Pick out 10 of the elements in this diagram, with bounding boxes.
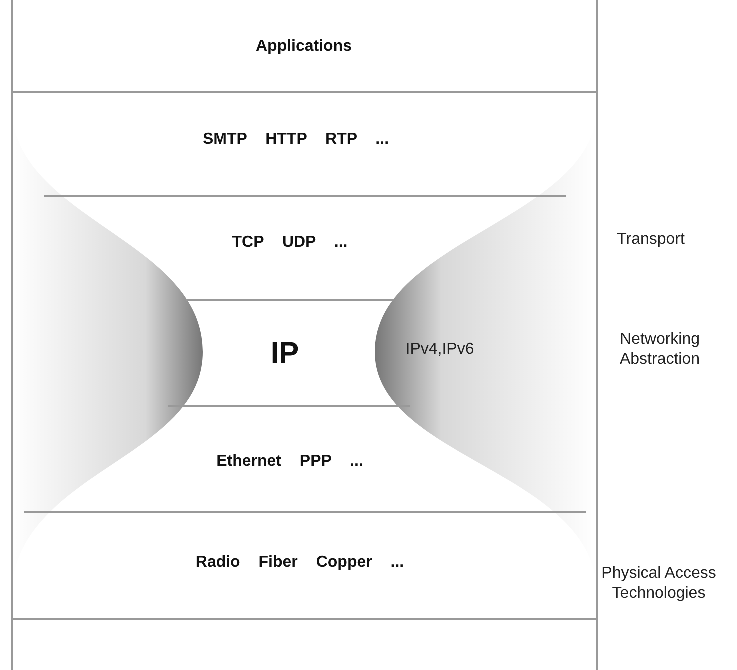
layer-name-label: Networking Abstraction [618, 330, 702, 370]
layer-label: IP [270, 337, 300, 371]
layer-name-label: Transport [617, 230, 685, 250]
layer-label: TCP UDP ... [232, 234, 348, 252]
layer-name-label: Physical Access Technologies [600, 564, 718, 604]
layer-label: Ethernet PPP ... [216, 453, 364, 471]
layer-label: Applications [256, 38, 352, 56]
layer-label: SMTP HTTP RTP ... [202, 131, 390, 149]
version-label: IPv4,IPv6 [406, 340, 474, 360]
layer-label: Radio Fiber Copper ... [196, 554, 404, 572]
